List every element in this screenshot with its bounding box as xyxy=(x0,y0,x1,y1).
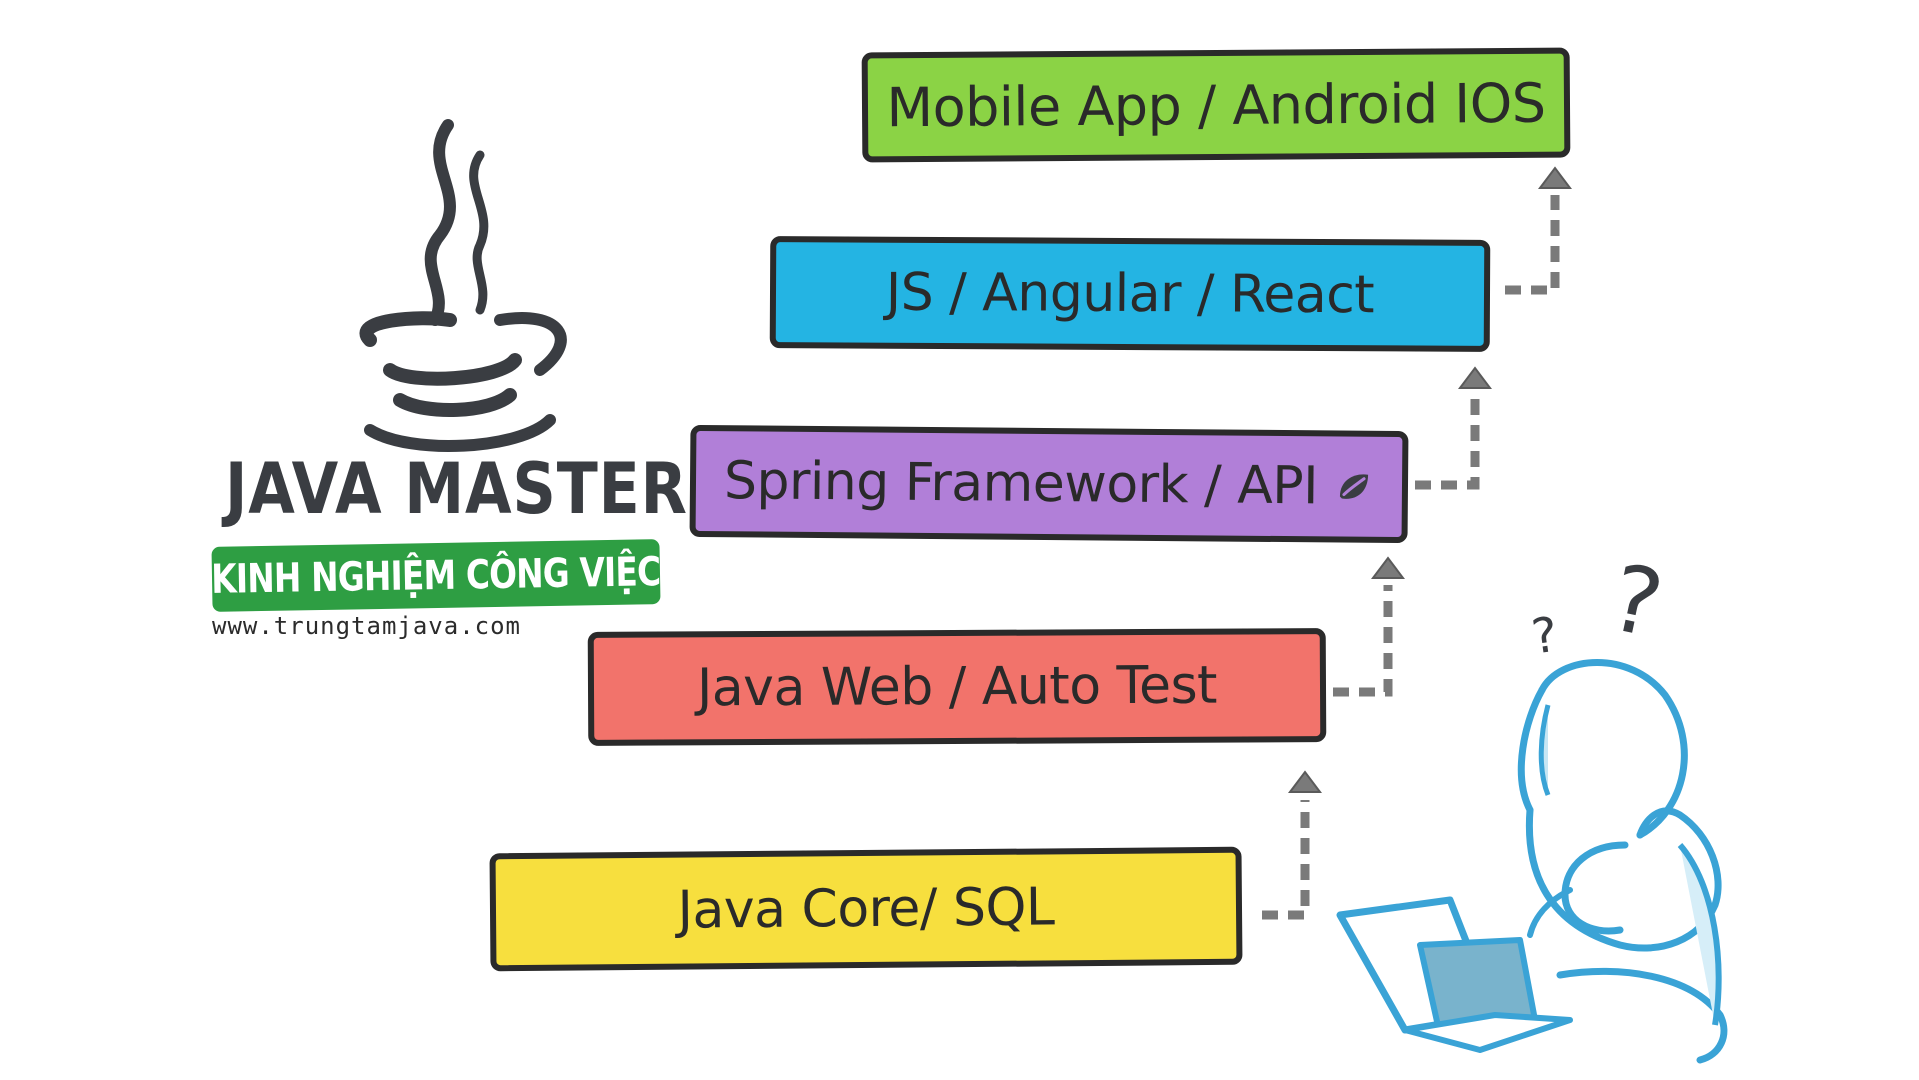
arrow-head-3 xyxy=(1458,366,1492,389)
step-frontend: JS / Angular / React xyxy=(769,236,1491,352)
java-cup-icon xyxy=(359,119,567,452)
leaf-icon xyxy=(1339,474,1369,499)
person-with-laptop-illustration xyxy=(1336,659,1728,1064)
step-java-core: Java Core/ SQL xyxy=(489,846,1243,972)
arrow-head-4 xyxy=(1538,166,1572,189)
brand-subtitle: KINH NGHIỆM CÔNG VIỆC xyxy=(211,548,661,603)
step-java-web-label: Java Web / Auto Test xyxy=(696,655,1218,719)
step-mobile-label: Mobile App / Android IOS xyxy=(886,71,1546,139)
brand-banner: KINH NGHIỆM CÔNG VIỆC xyxy=(211,539,661,612)
arrow-head-1 xyxy=(1288,770,1322,793)
step-frontend-label: JS / Angular / React xyxy=(885,262,1375,326)
brand-url: www.trungtamjava.com xyxy=(212,612,521,640)
brand-title: JAVA MASTER xyxy=(225,448,688,530)
step-spring-label: Spring Framework / API xyxy=(723,451,1319,517)
step-mobile: Mobile App / Android IOS xyxy=(861,47,1571,163)
step-java-web: Java Web / Auto Test xyxy=(587,628,1327,746)
step-spring: Spring Framework / API xyxy=(689,424,1409,544)
step-java-core-label: Java Core/ SQL xyxy=(677,877,1055,941)
